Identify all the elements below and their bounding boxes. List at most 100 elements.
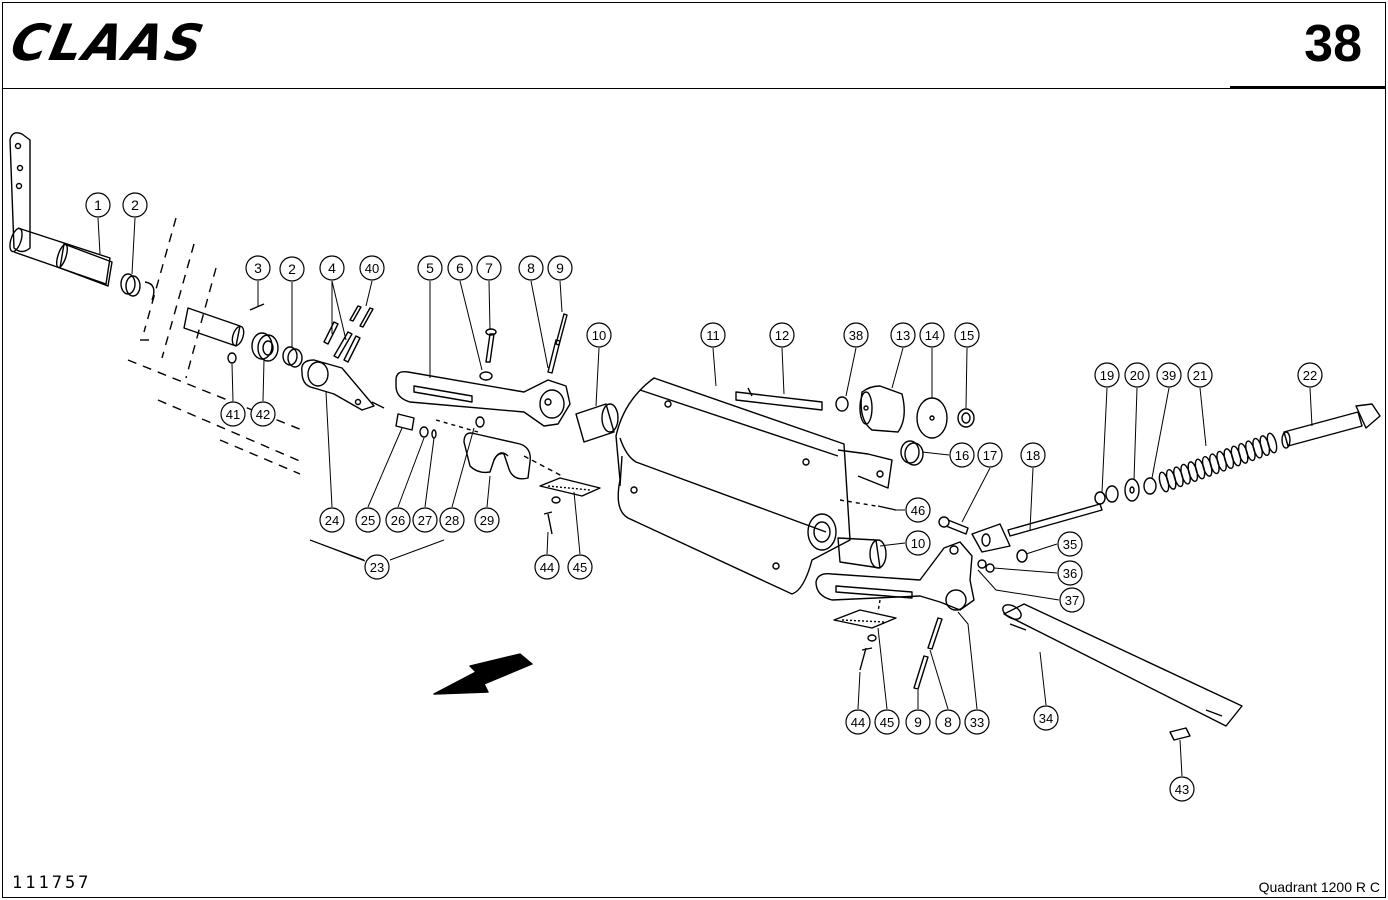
part-7-bolt	[485, 328, 497, 363]
callout-3: 3	[245, 255, 271, 281]
leader-line-c16	[921, 451, 950, 456]
callout-label: 10	[592, 328, 606, 343]
part-5-slotted-arm	[395, 370, 571, 427]
leader-line-c33	[957, 611, 978, 710]
part-3-pin	[249, 303, 265, 311]
leader-line-c17	[961, 467, 991, 523]
callout-label: 17	[983, 448, 997, 463]
callout-label: 41	[226, 407, 240, 422]
callout-11: 11	[700, 322, 726, 348]
callout-28: 28	[439, 507, 465, 533]
callout-45b: 45	[874, 709, 900, 735]
part-33-arm	[815, 541, 975, 611]
callout-42: 42	[250, 401, 276, 427]
callout-label: 19	[1100, 368, 1114, 383]
callout-label: 9	[914, 714, 922, 730]
leader-line-c7	[488, 280, 491, 331]
leader-lines	[97, 217, 1313, 777]
part-4-pins	[323, 305, 374, 363]
part-22-bolt	[1281, 403, 1381, 449]
callout-8a: 8	[518, 255, 544, 281]
part-45-plate	[539, 477, 601, 497]
callout-7: 7	[476, 255, 502, 281]
part-9-pin	[555, 313, 568, 346]
part-25-sleeve	[395, 413, 415, 431]
callout-label: 45	[573, 560, 587, 575]
callout-19: 19	[1094, 362, 1120, 388]
leader-line-c4	[331, 280, 347, 341]
leader-line-c34	[1039, 651, 1047, 706]
leader-line-c2a	[131, 217, 136, 275]
callout-label: 1	[94, 197, 102, 213]
callout-label: 46	[911, 503, 925, 518]
leader-line-c1	[97, 217, 101, 255]
leader-line-c37	[977, 569, 1060, 601]
page-number: 38	[1304, 15, 1362, 73]
leader-line-c26	[397, 437, 425, 508]
part-20-washer	[1124, 478, 1140, 502]
callout-label: 44	[851, 715, 865, 730]
callout-15: 15	[954, 322, 980, 348]
callout-label: 39	[1162, 368, 1176, 383]
callout-label: 23	[370, 560, 384, 575]
callout-8b: 8	[935, 709, 961, 735]
callout-label: 9	[556, 260, 564, 276]
callout-label: 16	[955, 448, 969, 463]
leader-line-c44a	[546, 531, 549, 555]
callout-33: 33	[964, 709, 990, 735]
callout-label: 25	[361, 513, 375, 528]
part-6-washer	[479, 371, 493, 381]
part-17-bolt	[938, 516, 969, 535]
callout-label: 6	[456, 260, 464, 276]
leader-line-c12	[781, 347, 785, 395]
leader-line-c41	[231, 363, 234, 402]
leader-line-c35	[1025, 543, 1058, 555]
part-43-key	[1169, 727, 1191, 741]
callout-label: 24	[325, 513, 339, 528]
leader-line-c22	[1309, 387, 1313, 427]
callout-label: 43	[1175, 782, 1189, 797]
callout-43: 43	[1169, 776, 1195, 802]
page-number-underline	[1230, 86, 1386, 88]
callout-label: 33	[970, 715, 984, 730]
leader-line-c29	[486, 475, 491, 508]
drawing-number: 111757	[12, 873, 92, 893]
callout-label: 44	[540, 560, 554, 575]
part-27-clip	[431, 429, 437, 439]
spring-coil	[1266, 432, 1278, 454]
callout-37: 37	[1059, 587, 1085, 613]
leader-line-c24	[325, 391, 333, 508]
leader-line-c27	[424, 437, 435, 508]
part-44-screw	[543, 496, 561, 535]
leader-line-c18	[1029, 467, 1034, 531]
part-24-lever	[301, 359, 385, 411]
leader-line-c13	[891, 347, 904, 389]
callout-46: 46	[905, 497, 931, 523]
callout-22: 22	[1297, 362, 1323, 388]
callout-14: 14	[919, 322, 945, 348]
callout-5: 5	[417, 255, 443, 281]
part-34-shaft	[1002, 603, 1243, 727]
part-36-washer	[985, 563, 995, 573]
part-35-nut	[1016, 549, 1028, 563]
part-14-washer	[916, 397, 948, 439]
callout-label: 34	[1039, 711, 1053, 726]
callout-9a: 9	[547, 255, 573, 281]
part-10-bushing	[575, 403, 619, 443]
callout-45a: 45	[567, 554, 593, 580]
part-16-bushing	[900, 440, 924, 466]
callout-24: 24	[319, 507, 345, 533]
part-9-pin-second	[913, 655, 929, 690]
part-10-bushing-second	[837, 537, 887, 569]
callout-label: 12	[775, 328, 789, 343]
part-26-washer	[419, 426, 429, 438]
callout-39: 39	[1156, 362, 1182, 388]
callout-10a: 10	[586, 322, 612, 348]
callout-label: 42	[256, 407, 270, 422]
part-42-bushing	[251, 332, 279, 362]
part-19-washer	[1094, 491, 1106, 505]
part-29-clamp	[463, 432, 531, 480]
